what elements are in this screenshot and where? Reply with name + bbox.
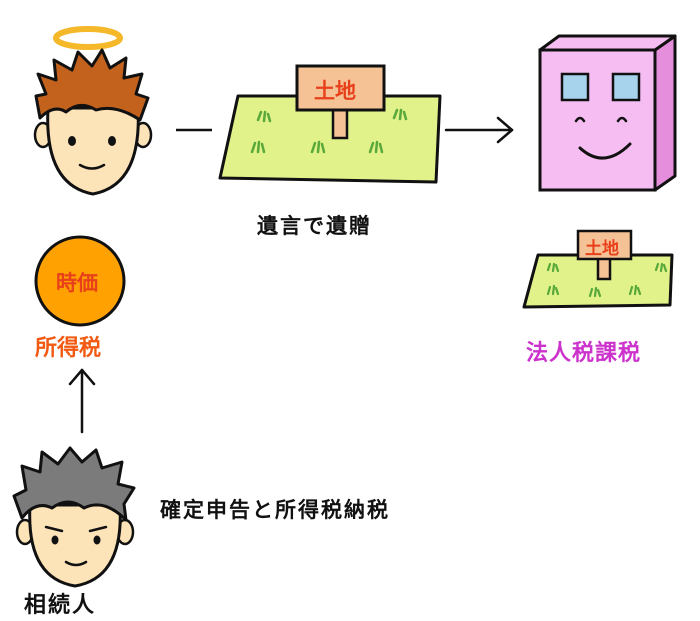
deceased-person-icon (33, 26, 153, 196)
corporate-tax-label: 法人税課税 (526, 341, 642, 366)
income-tax-label: 所得税 (35, 336, 102, 361)
market-price-label: 時価 (56, 271, 98, 295)
filing-caption: 確定申告と所得税納税 (160, 498, 390, 522)
land-sign-small-label: 土地 (585, 239, 619, 259)
land-plot-icon (218, 64, 442, 184)
heir-label: 相続人 (24, 593, 97, 618)
bequest-caption: 遺言で遺贈 (257, 214, 372, 238)
arrow-up-icon (68, 368, 96, 434)
coin-icon (34, 235, 126, 327)
company-building-icon (538, 34, 677, 192)
halo-icon (53, 26, 123, 50)
arrow-right-icon (444, 116, 514, 144)
heir-person-icon (12, 446, 136, 588)
land-sign-label: 土地 (314, 79, 356, 103)
land-plot-small-icon (522, 229, 674, 309)
